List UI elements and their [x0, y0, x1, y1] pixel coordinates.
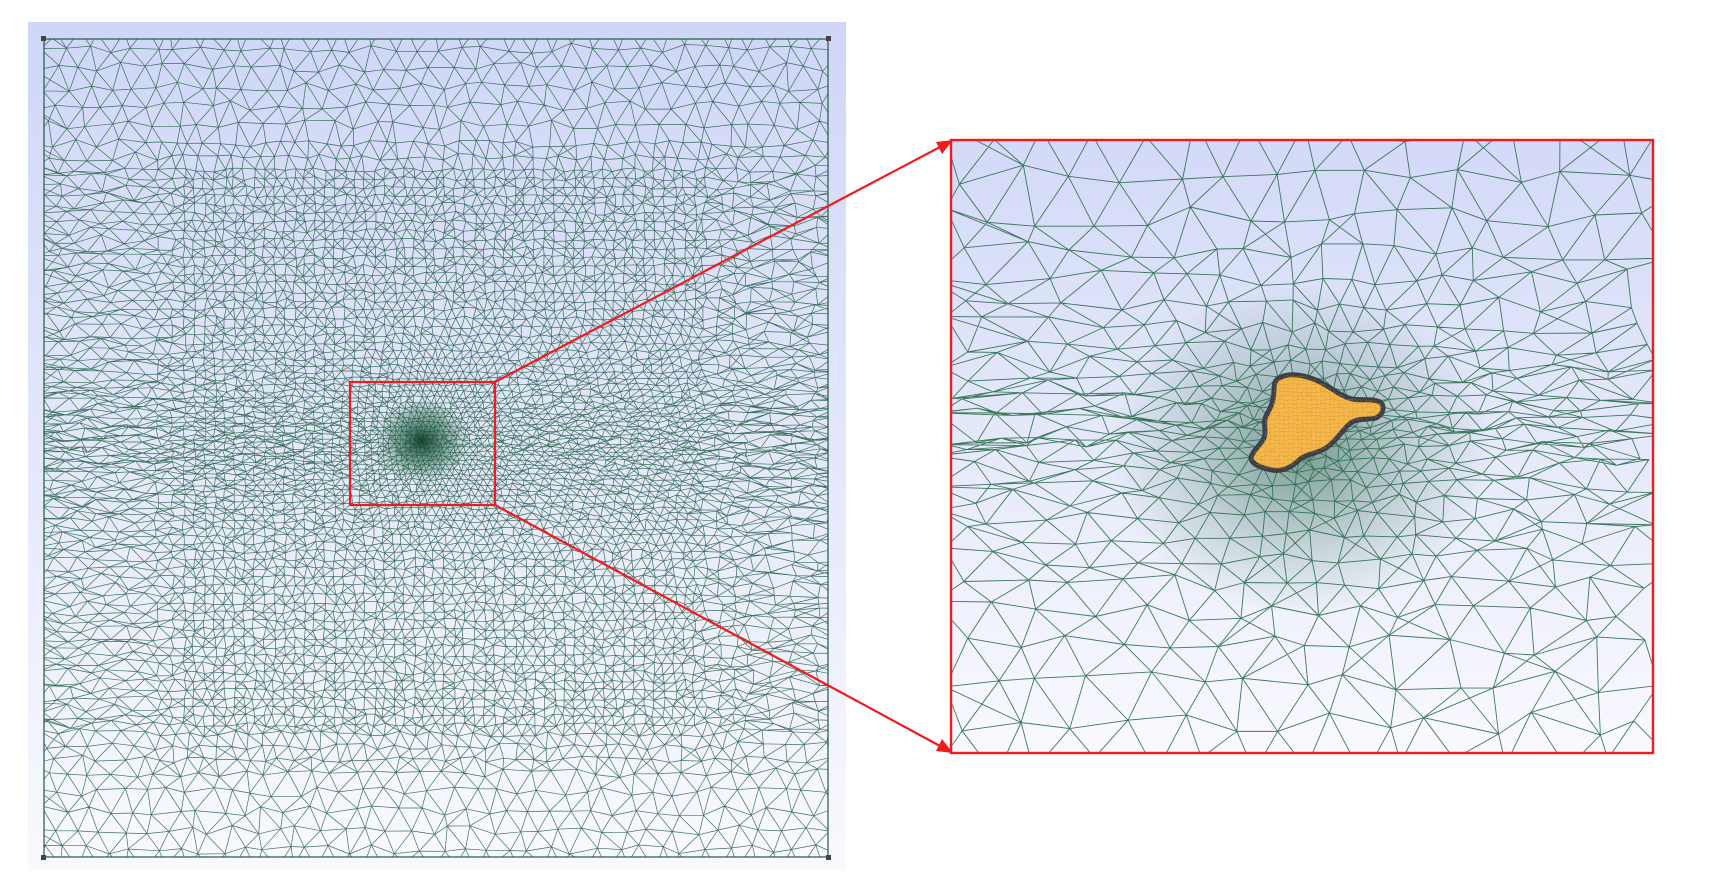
corner-marker: [826, 855, 831, 860]
zoom-region-box: [348, 380, 497, 507]
main-mesh-panel: [28, 22, 846, 870]
corner-marker: [41, 855, 46, 860]
corner-marker: [826, 36, 831, 41]
zoom-triangle-mesh: [951, 140, 1653, 753]
mesh-edges: [951, 140, 1653, 753]
corner-marker: [41, 36, 46, 41]
arrowhead-top: [936, 140, 953, 154]
domain-boundary: [43, 38, 829, 858]
arrowhead-bottom: [936, 739, 953, 753]
zoom-mesh-panel: [949, 138, 1655, 755]
zoom-panel-frame: [949, 138, 1655, 755]
zoom-connectors: [494, 140, 953, 753]
mesh-refinement-core: [376, 399, 468, 483]
connector-line-top: [494, 146, 941, 383]
connector-line-bottom: [494, 504, 941, 747]
